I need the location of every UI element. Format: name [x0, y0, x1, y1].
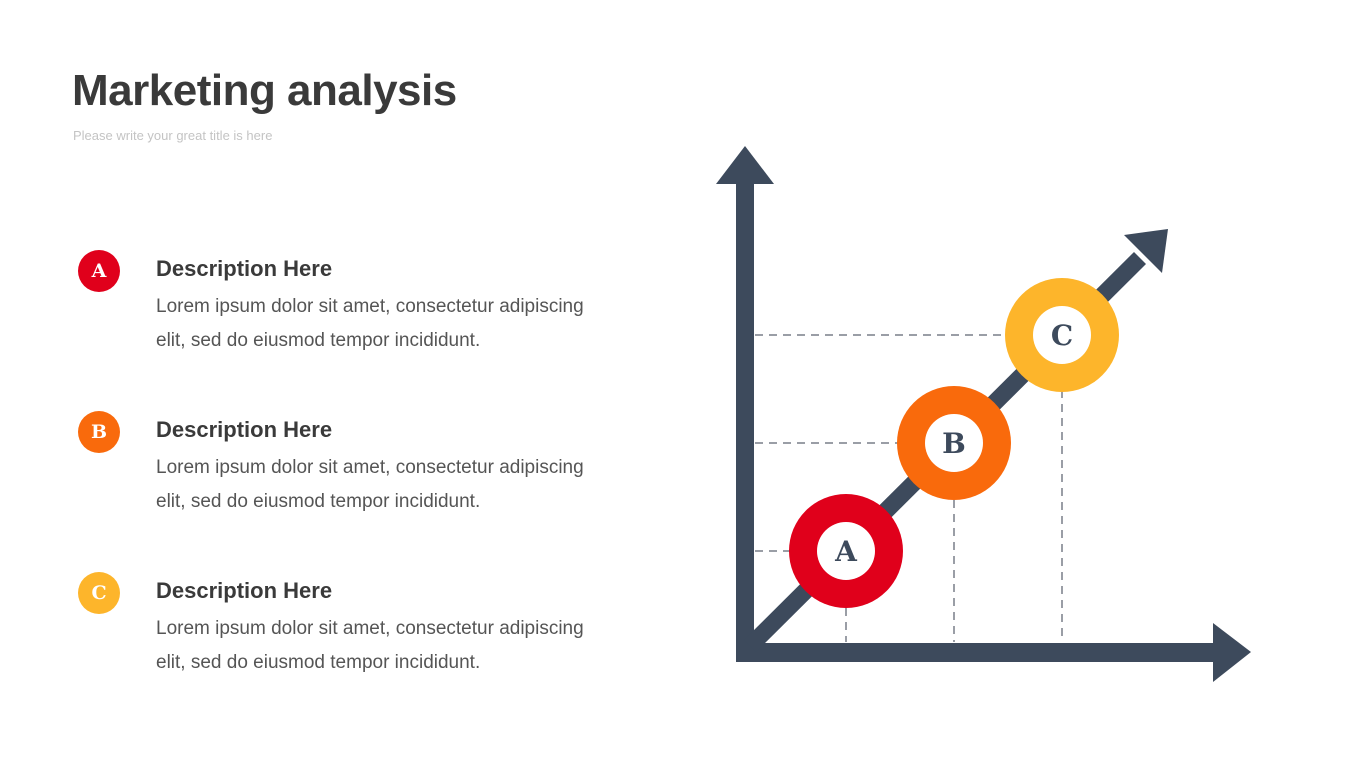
- item-title: Description Here: [156, 417, 333, 442]
- y-axis: [736, 180, 754, 662]
- svg-text:B: B: [942, 427, 966, 460]
- page-subtitle: Please write your great title is here: [73, 128, 273, 143]
- point-c: C: [1005, 278, 1119, 392]
- trend-arrow-icon: [1124, 229, 1168, 273]
- point-b: B: [897, 386, 1011, 500]
- item-title: Description Here: [156, 578, 333, 603]
- x-axis-arrow-icon: [1213, 623, 1251, 682]
- item-text: Lorem ipsum dolor sit amet, consectetur …: [156, 296, 584, 351]
- point-a: A: [789, 494, 903, 608]
- item-title: Description Here: [156, 256, 333, 281]
- badge-a: A: [78, 250, 120, 292]
- badge-b: B: [78, 411, 120, 453]
- badge-c: C: [78, 572, 120, 614]
- item-text: Lorem ipsum dolor sit amet, consectetur …: [156, 618, 584, 673]
- page-title: Marketing analysis: [72, 66, 457, 115]
- y-axis-arrow-icon: [716, 146, 774, 184]
- item-text: Lorem ipsum dolor sit amet, consectetur …: [156, 457, 584, 512]
- svg-text:A: A: [834, 535, 858, 568]
- svg-text:C: C: [1051, 319, 1073, 352]
- axes: [716, 146, 1251, 682]
- guide-lines: [755, 334, 1063, 642]
- x-axis: [736, 643, 1218, 662]
